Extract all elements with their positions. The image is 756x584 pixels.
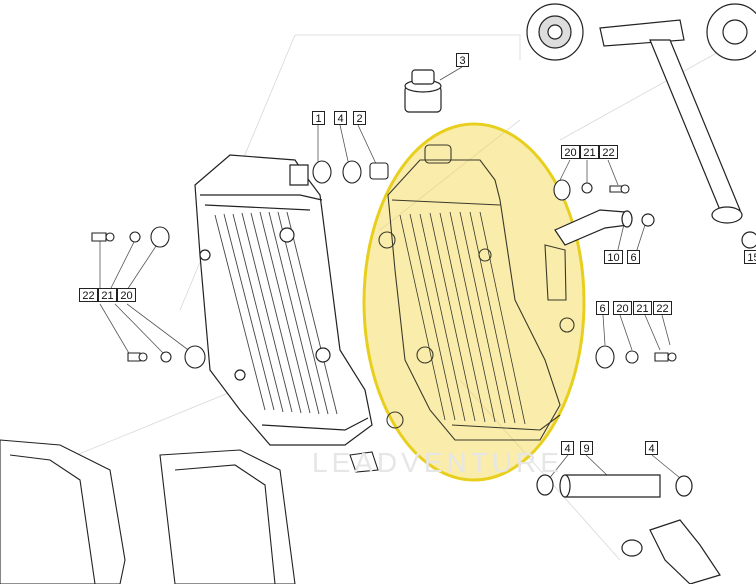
callout-6-right: 6 <box>596 301 609 315</box>
callout-21-top: 21 <box>580 145 599 159</box>
bottom-hose <box>536 474 721 584</box>
left-hardware <box>91 226 206 369</box>
small-ring-icon <box>741 231 756 249</box>
hose-icon <box>554 209 655 246</box>
callout-21-right: 21 <box>633 301 652 315</box>
water-pump-cover-icon <box>526 3 584 61</box>
radiator-shrouds <box>0 439 379 584</box>
callout-9: 9 <box>580 441 593 455</box>
callout-2: 2 <box>353 111 366 125</box>
callout-10: 10 <box>604 250 623 264</box>
callout-21-left: 21 <box>98 288 117 302</box>
callout-22-right: 22 <box>653 301 672 315</box>
top-right-hardware <box>553 179 630 201</box>
radiator-cap-icon <box>404 69 442 113</box>
callout-1: 1 <box>312 111 325 125</box>
callout-20-right: 20 <box>613 301 632 315</box>
hose-clamps <box>312 160 389 184</box>
callout-4: 4 <box>334 111 347 125</box>
leader-lines <box>99 66 681 481</box>
callout-3: 3 <box>456 53 469 67</box>
callout-6-hose: 6 <box>627 250 640 264</box>
highlight-ellipse <box>362 122 586 482</box>
callout-20-left: 20 <box>117 288 136 302</box>
watermark-text: LEADVENTURE <box>312 447 563 478</box>
gasket-ring-icon <box>706 3 756 61</box>
kick-lever-icon <box>599 19 743 224</box>
callout-22-top: 22 <box>599 145 618 159</box>
callout-15: 15 <box>744 250 756 264</box>
callout-4-bottom: 4 <box>561 441 574 455</box>
right-hardware <box>595 345 677 369</box>
callout-22-left: 22 <box>79 288 98 302</box>
left-radiator <box>194 154 373 446</box>
right-radiator <box>362 122 586 482</box>
callout-4-bottom-right: 4 <box>645 441 658 455</box>
callout-20-top: 20 <box>561 145 580 159</box>
